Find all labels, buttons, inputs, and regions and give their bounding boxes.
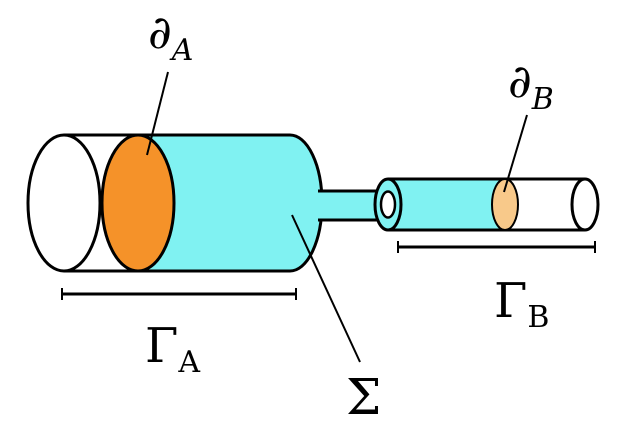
sigma-pointer xyxy=(291,214,361,363)
gamma-b-subscript: B xyxy=(527,300,549,335)
tube-a-fluid xyxy=(138,135,322,271)
tube-b-fluid xyxy=(388,179,505,230)
boundary-b-label: ∂B xyxy=(508,54,554,117)
boundary-a-symbol: ∂ xyxy=(148,5,172,59)
boundary-a-disc xyxy=(100,133,176,273)
gamma-a-label: ΓA xyxy=(145,318,200,380)
tube-a-left-cap xyxy=(26,133,102,273)
gamma-a-subscript: A xyxy=(177,345,200,380)
boundary-b-symbol: ∂ xyxy=(508,54,532,108)
boundary-a-label: ∂A xyxy=(148,5,193,68)
gamma-a-symbol: Γ xyxy=(145,318,178,374)
gamma-b-symbol: Γ xyxy=(494,273,527,329)
sigma-label: Σ xyxy=(346,368,381,426)
tube-b-right-cap xyxy=(570,177,600,232)
tube-a xyxy=(26,133,324,273)
tube-b xyxy=(373,177,600,232)
boundary-b-subscript: B xyxy=(531,82,554,117)
boundary-b-disc xyxy=(491,178,519,231)
boundary-a-pointer xyxy=(146,71,169,156)
gamma-a-bracket xyxy=(61,288,297,300)
tube-b-inner-ring xyxy=(379,190,397,219)
boundary-b-pointer xyxy=(503,114,528,193)
gamma-b-label: ΓB xyxy=(494,273,549,335)
gamma-b-bracket xyxy=(397,241,596,253)
boundary-a-subscript: A xyxy=(169,33,194,68)
